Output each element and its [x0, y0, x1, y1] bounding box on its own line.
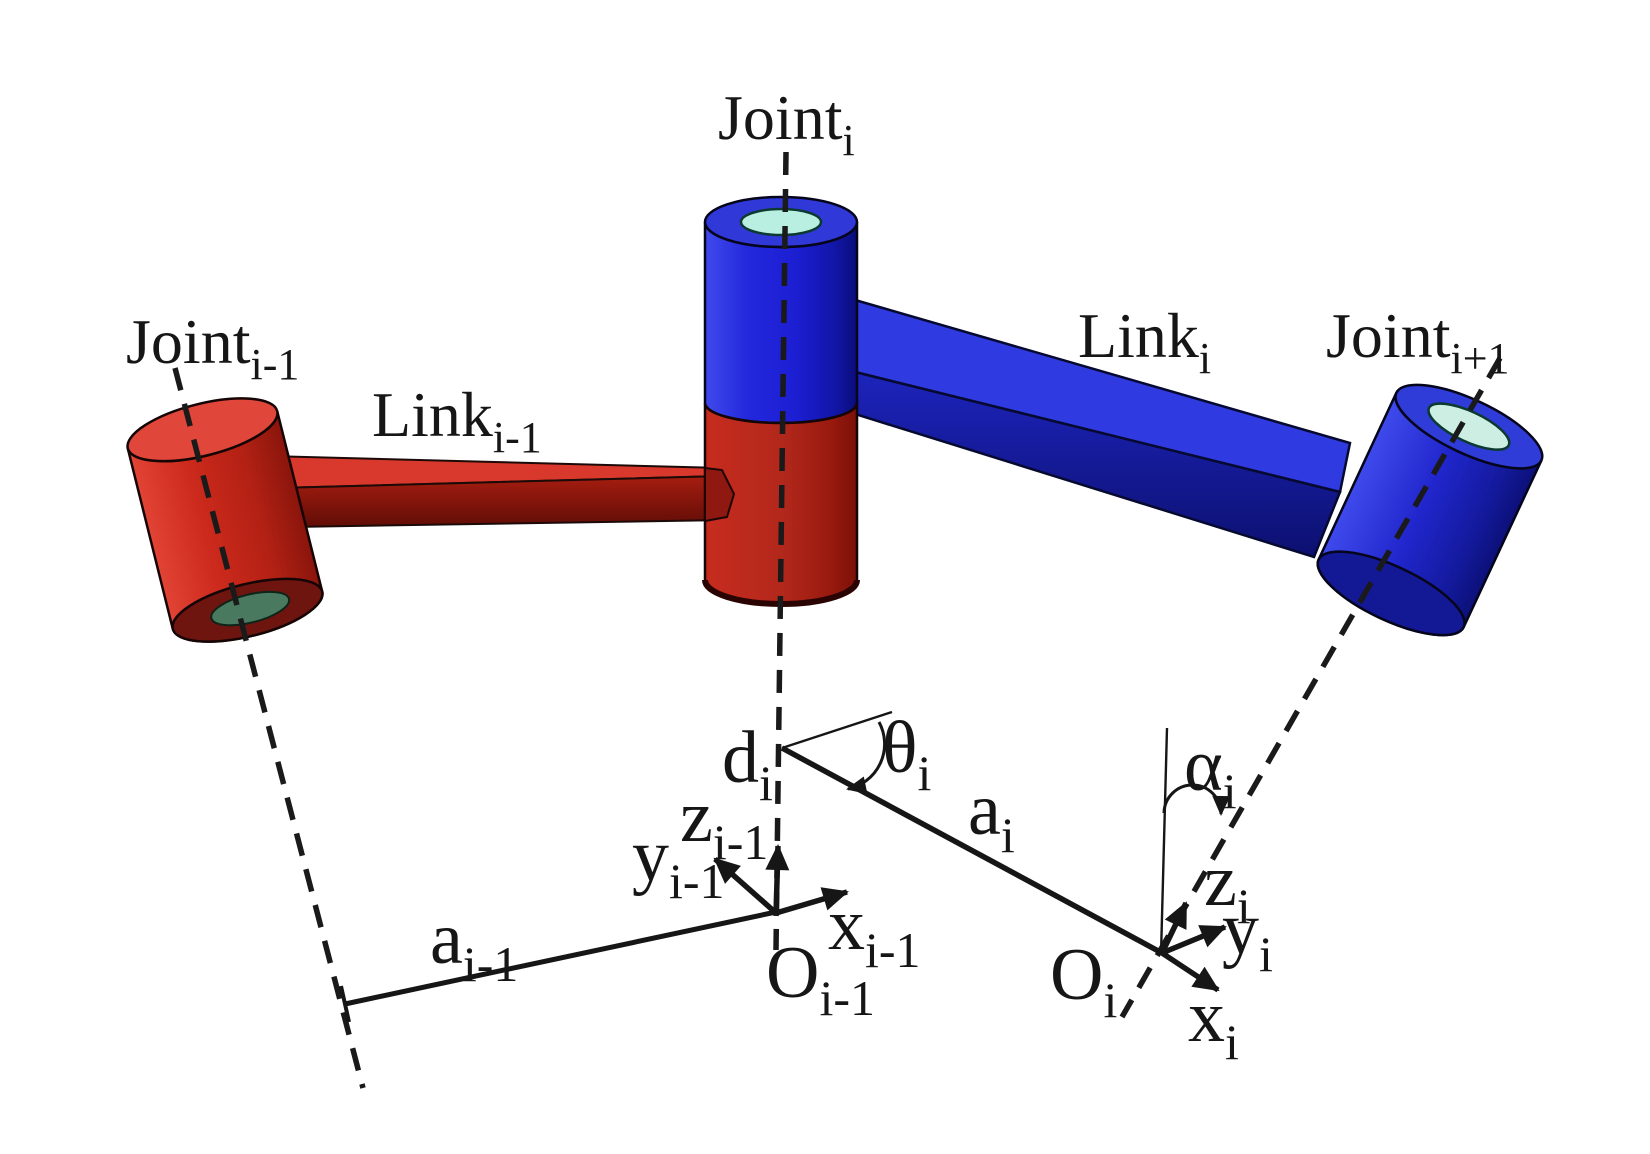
label-link-i: Linki	[1078, 300, 1211, 383]
z-i-axis-arrow	[1159, 901, 1189, 955]
label-dim-a-i: ai	[968, 769, 1015, 863]
label-origin-prev: Oi-1	[766, 932, 875, 1026]
label-joint-next: Jointi+1	[1326, 300, 1510, 383]
joint-next-cylinder-bottom-face	[1316, 550, 1466, 637]
joint-prev-bore-hole	[210, 590, 291, 627]
a-prev-dimension-line	[344, 909, 777, 1007]
label-axis-x-i: xi	[1188, 976, 1239, 1070]
y-prev-axis-arrow	[713, 856, 778, 916]
z-prev-axis-arrow	[765, 844, 790, 917]
label-joint-i: Jointi	[718, 82, 855, 165]
theta-reference-line	[781, 710, 893, 750]
joint-next-cylinder	[1316, 383, 1544, 637]
label-axis-z-prev: zi-1	[680, 776, 768, 870]
label-dim-d-i: di	[722, 717, 773, 811]
label-axis-y-i: yi	[1222, 888, 1273, 982]
label-dim-a-prev: ai-1	[430, 898, 518, 992]
joint-i-axis-line	[773, 151, 789, 951]
label-axis-y-prev: yi-1	[632, 815, 725, 909]
joint-prev-cylinder-top-face	[126, 397, 279, 463]
label-axis-x-prev: xi-1	[828, 884, 921, 978]
joint-prev-axis-line	[172, 367, 366, 1089]
label-joint-prev: Jointi-1	[126, 306, 299, 389]
x-prev-axis-arrow	[775, 887, 849, 916]
label-dim-alpha-i: αi	[1184, 725, 1237, 819]
joint-prev-cylinder	[126, 397, 324, 643]
label-origin-i: Oi	[1050, 934, 1117, 1028]
label-dim-theta-i: θi	[882, 707, 931, 801]
alpha-reference-line	[1159, 727, 1169, 956]
a-i-dimension-line	[780, 745, 1164, 956]
label-link-prev: Linki-1	[372, 379, 542, 462]
theta-angle-arc	[846, 721, 887, 795]
a-prev-perpendicular-tick	[339, 985, 351, 1023]
y-i-axis-arrow	[1160, 924, 1227, 956]
label-axis-z-i: zi	[1204, 840, 1251, 934]
joint-next-bore-hole	[1427, 402, 1511, 451]
x-i-axis-arrow	[1160, 950, 1220, 993]
joint-i-bore-hole	[739, 207, 823, 237]
alpha-angle-arc	[1162, 783, 1231, 816]
link-prev-end-boss	[704, 466, 736, 523]
